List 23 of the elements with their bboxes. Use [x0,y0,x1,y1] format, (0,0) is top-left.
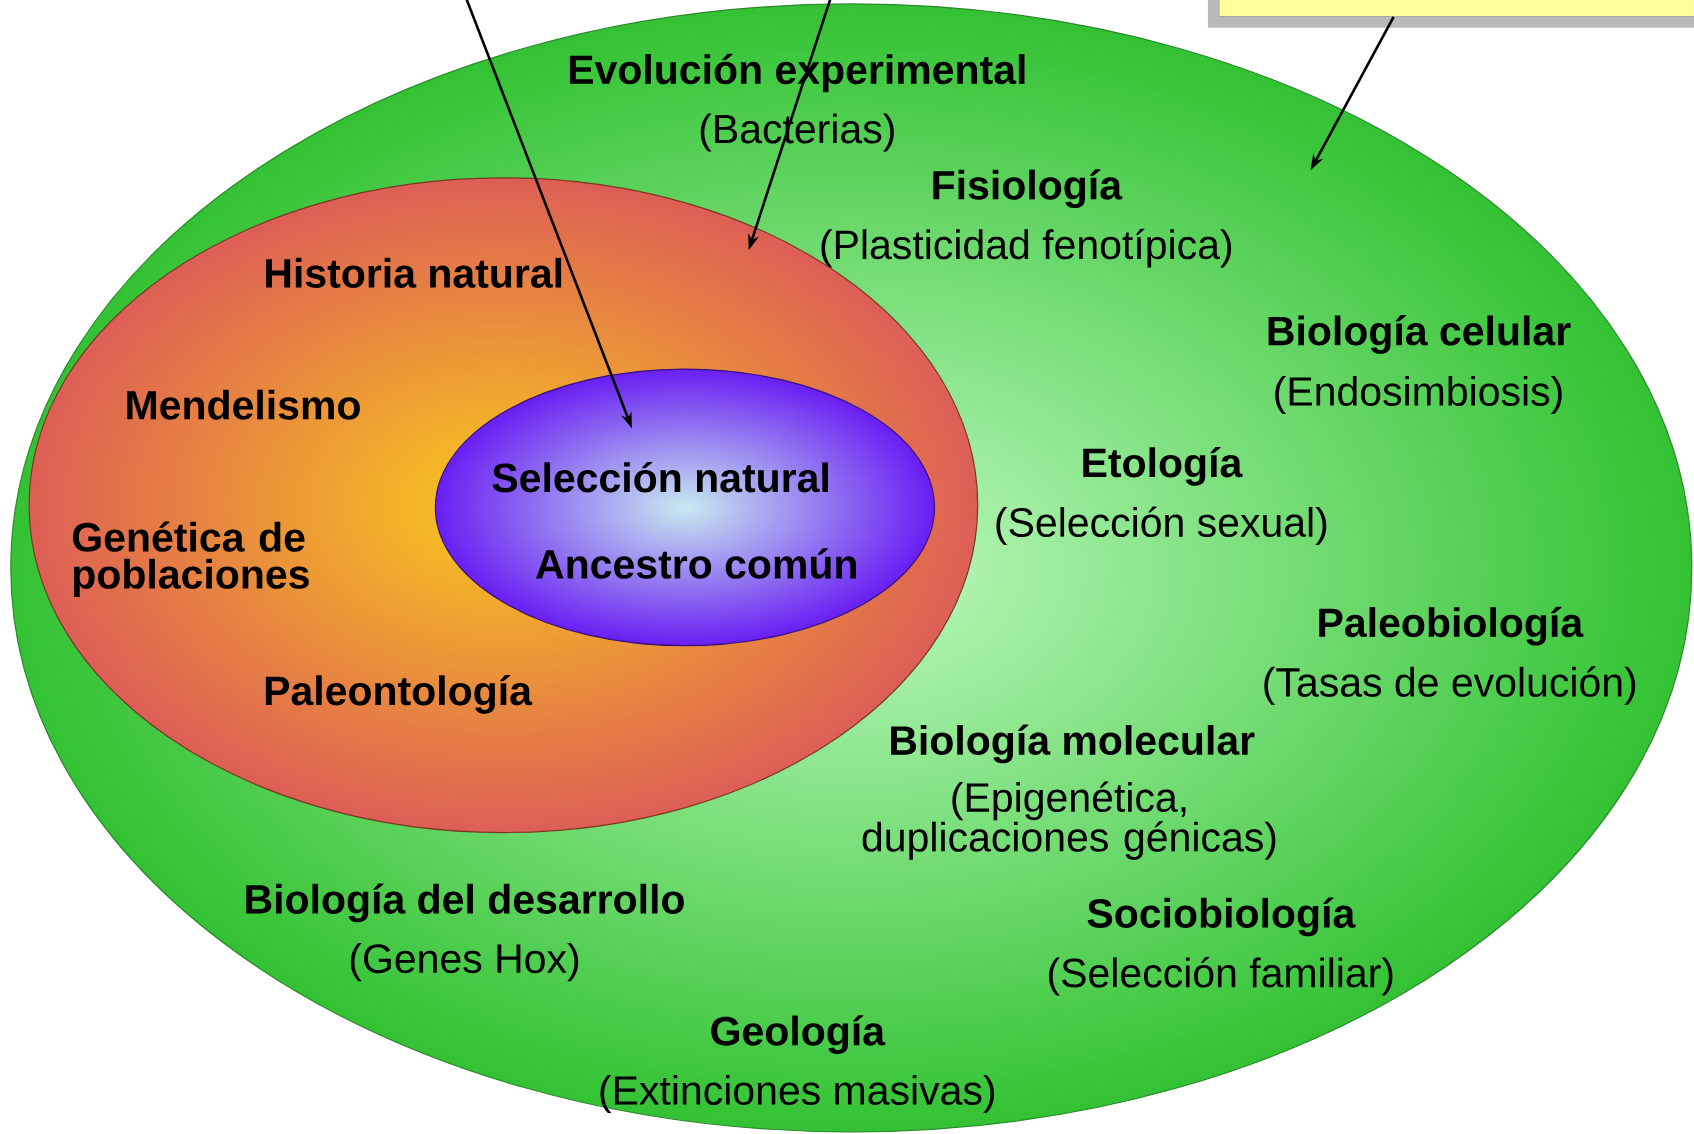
example-note: (Plasticidad fenotípica) [821,228,1232,268]
topic-label: Biología molecular [891,724,1255,764]
topic-label: Paleontología [265,674,533,714]
topic-label: Geología [711,1015,886,1054]
example-note: (Endosimbiosis) [1275,375,1562,415]
example-note: (Extinciones masivas) [600,1074,995,1114]
example-note: (Tasas de evolución) [1264,666,1636,705]
topic-label: Sociobiología [1087,897,1356,937]
example-note: (Genes Hox) [350,943,579,982]
example-note: (Epigenética, duplicaciones génicas) [862,781,1276,860]
note-box [1207,0,1694,28]
topic-label: Selección natural [492,461,828,493]
topic-label: Paleobiología [1319,606,1584,646]
topic-label: Fisiología [933,169,1123,209]
example-note: (Selección familiar) [1049,956,1393,996]
topic-label: Genética de poblaciones [72,521,309,597]
topic-label: Biología del desarrollo [246,883,684,923]
topic-label: Historia natural [266,257,562,288]
topic-label: Biología celular [1268,315,1571,354]
topic-label: Etología [1083,446,1243,486]
example-note: (Selección sexual) [996,506,1327,546]
topic-label: Ancestro común [536,548,856,579]
topic-label: Mendelismo [127,389,360,420]
